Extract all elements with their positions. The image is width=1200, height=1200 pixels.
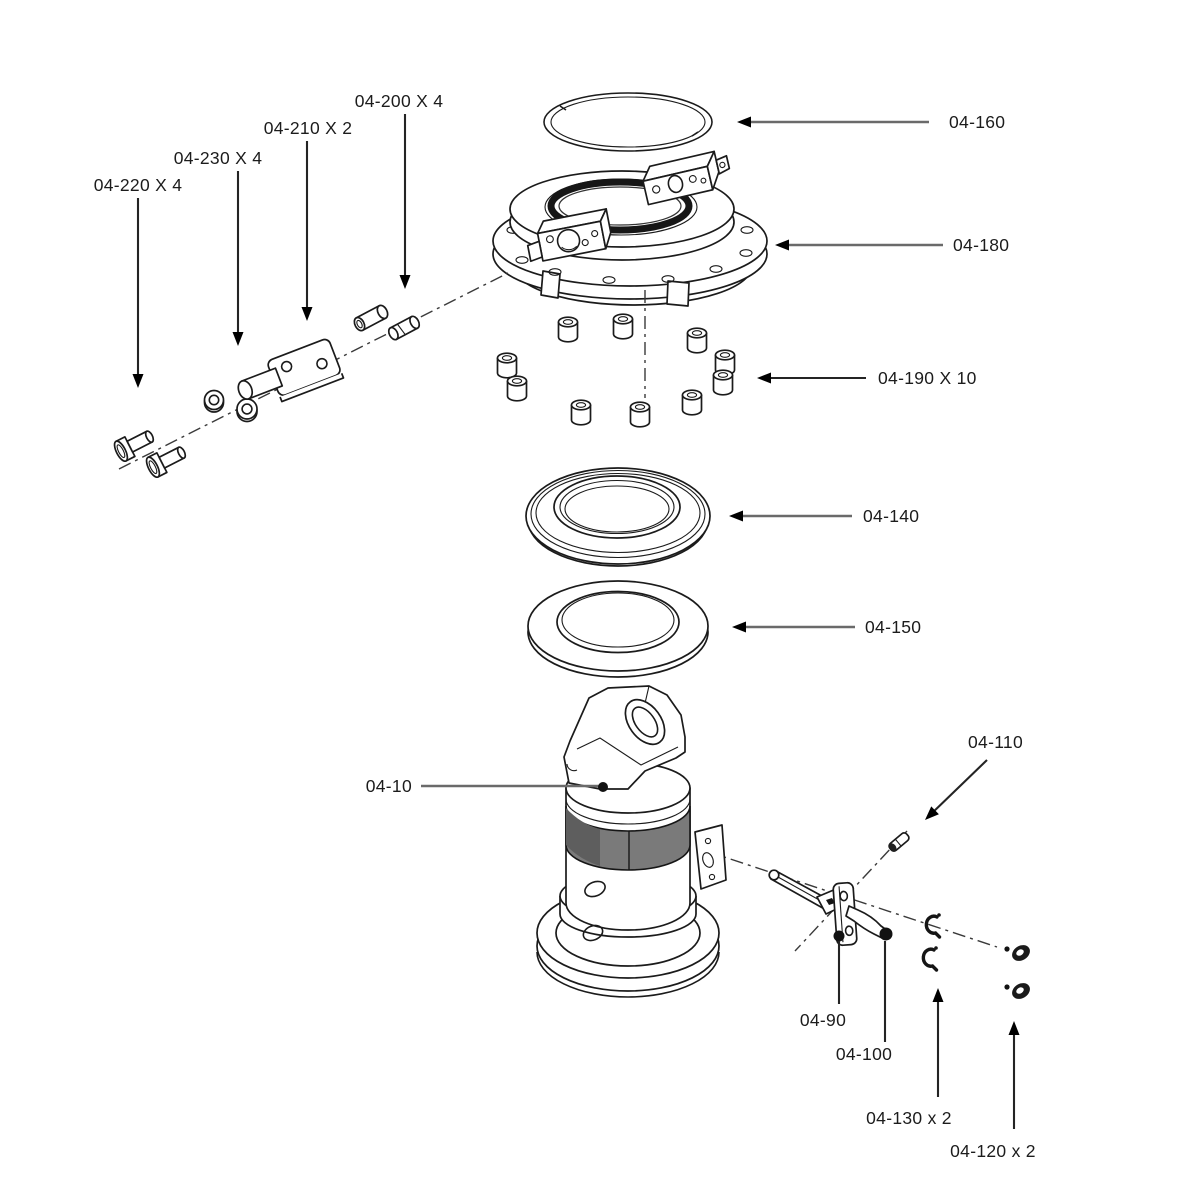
label-04-100: 04-100 bbox=[836, 1044, 892, 1064]
part-04-220-bolt bbox=[113, 430, 155, 463]
part-04-120-nut bbox=[1004, 941, 1033, 1003]
part-04-10-swivel-body bbox=[536, 685, 727, 998]
part-04-200-spacer bbox=[353, 304, 389, 332]
part-04-140-bearing bbox=[525, 467, 711, 567]
clamp-block-right bbox=[642, 150, 731, 206]
label-04-180: 04-180 bbox=[953, 235, 1009, 255]
label-04-140: 04-140 bbox=[863, 506, 919, 526]
label-04-90: 04-90 bbox=[800, 1010, 846, 1030]
part-04-150-washer-ring bbox=[527, 580, 709, 678]
label-04-130: 04-130 x 2 bbox=[866, 1108, 952, 1128]
label-04-190: 04-190 X 10 bbox=[878, 368, 977, 388]
part-04-200-roll-pin bbox=[387, 315, 421, 341]
part-04-100-arm bbox=[845, 905, 893, 941]
part-labels: 04-200 X 4 04-210 X 2 04-230 X 4 04-220 … bbox=[94, 91, 1036, 1161]
clamp-block-left bbox=[526, 208, 612, 263]
label-04-230: 04-230 X 4 bbox=[174, 148, 263, 168]
label-04-110: 04-110 bbox=[968, 732, 1023, 752]
flange-tab bbox=[540, 270, 561, 299]
label-04-200: 04-200 X 4 bbox=[355, 91, 444, 111]
label-04-120: 04-120 x 2 bbox=[950, 1141, 1036, 1161]
part-04-160-retaining-ring bbox=[543, 92, 713, 152]
label-04-150: 04-150 bbox=[865, 617, 921, 637]
lever-group bbox=[768, 832, 1033, 1003]
label-04-210: 04-210 X 2 bbox=[264, 118, 353, 138]
leader-lines bbox=[132, 114, 1020, 1129]
part-04-230-washer bbox=[203, 389, 225, 413]
label-04-10: 04-10 bbox=[366, 776, 412, 796]
fastener-group-left bbox=[113, 304, 421, 479]
part-04-210-bracket-pin bbox=[237, 338, 345, 403]
flange-tab bbox=[666, 280, 690, 307]
part-04-220-bolt bbox=[145, 446, 187, 479]
side-mount-plate bbox=[694, 824, 727, 890]
part-04-130-clip bbox=[921, 911, 943, 972]
part-04-90-handle bbox=[768, 869, 858, 947]
label-04-160: 04-160 bbox=[949, 112, 1005, 132]
part-04-230-washer bbox=[236, 398, 258, 423]
clevis-top bbox=[563, 685, 686, 790]
part-04-110-pin bbox=[888, 832, 910, 852]
part-04-190-bushings bbox=[496, 313, 736, 428]
part-04-180-swivel-flange bbox=[492, 150, 768, 307]
label-04-220: 04-220 X 4 bbox=[94, 175, 183, 195]
